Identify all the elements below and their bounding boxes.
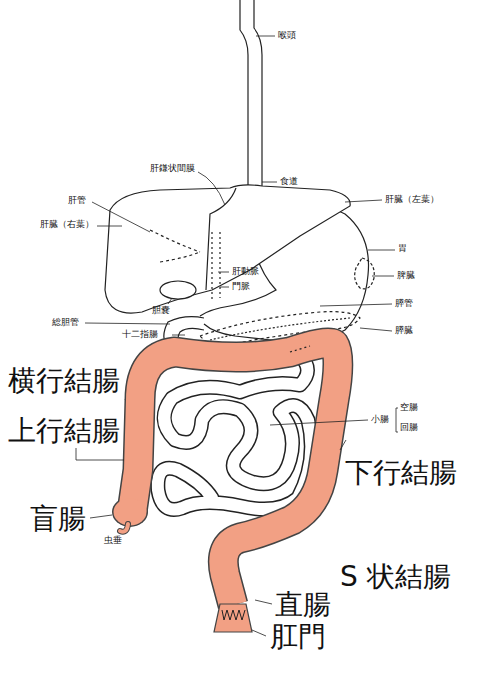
part-label: S 状結腸 (340, 562, 451, 593)
small-part-label: 膵管 (395, 299, 413, 309)
part-label: 下行結腸 (345, 458, 457, 489)
part-label: 横行結腸 (8, 366, 120, 397)
small-part-label: 虫垂 (104, 536, 122, 546)
small-part-label: 肝臓（右葉） (40, 220, 94, 230)
small-part-label: 十二指腸 (122, 330, 158, 340)
part-label: 上行結腸 (8, 416, 120, 447)
small-part-label: 門脈 (232, 282, 250, 292)
small-part-label: 膵臓 (395, 326, 413, 336)
small-part-label: 肝鎌状間膜 (150, 164, 195, 174)
part-label: 直腸 (275, 590, 331, 621)
small-part-label: 小腸 (371, 415, 389, 425)
small-part-label: 喉頭 (278, 31, 296, 41)
small-part-label: 肝管 (68, 196, 86, 206)
small-part-label: 回腸 (400, 423, 418, 433)
small-part-label: 肝臓（左葉） (385, 195, 439, 205)
small-part-label: 胆嚢 (152, 306, 170, 316)
small-part-label: 食道 (280, 177, 298, 187)
small-part-label: 空腸 (400, 403, 418, 413)
small-part-label: 肝動脈 (232, 267, 259, 277)
small-part-label: 胃 (398, 244, 407, 254)
small-part-label: 総胆管 (52, 318, 79, 328)
part-label: 盲腸 (30, 504, 86, 535)
part-label: 肛門 (270, 622, 326, 653)
small-part-label: 脾臓 (397, 271, 415, 281)
